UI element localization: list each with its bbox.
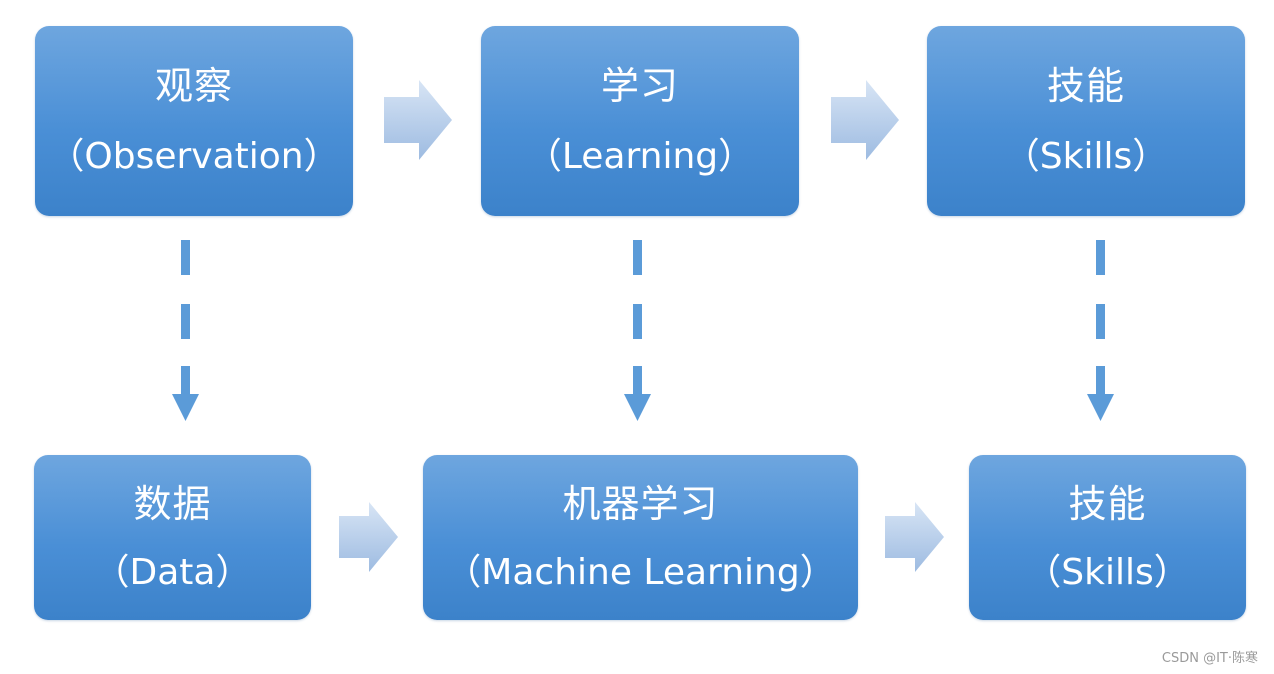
arrow-machine-learning-to-skills bbox=[885, 502, 944, 572]
node-data-title: 数据 bbox=[133, 481, 212, 526]
node-skills-top: 技能 （Skills） bbox=[927, 26, 1245, 216]
dashed-arrow-observation-to-data bbox=[172, 240, 199, 421]
node-learning: 学习 （Learning） bbox=[481, 26, 799, 216]
node-learning-title: 学习 bbox=[600, 64, 679, 108]
dashed-arrow-skills-to-skills bbox=[1087, 240, 1114, 421]
node-skills-bottom-title: 技能 bbox=[1068, 481, 1147, 526]
dashed-arrow-learning-to-machine-learning bbox=[624, 240, 651, 421]
node-skills-top-subtitle: （Skills） bbox=[1003, 136, 1169, 177]
node-machine-learning-subtitle: （Machine Learning） bbox=[445, 551, 836, 593]
node-observation-subtitle: （Observation） bbox=[48, 136, 340, 177]
node-learning-subtitle: （Learning） bbox=[525, 136, 755, 177]
node-machine-learning-title: 机器学习 bbox=[562, 481, 719, 526]
arrow-learning-to-skills bbox=[831, 80, 899, 160]
node-data: 数据 （Data） bbox=[34, 455, 311, 620]
node-skills-bottom-subtitle: （Skills） bbox=[1025, 551, 1190, 593]
arrow-observation-to-learning bbox=[384, 80, 452, 160]
watermark-text: CSDN @IT·陈寒 bbox=[1161, 651, 1258, 666]
node-observation-title: 观察 bbox=[154, 64, 233, 108]
node-skills-bottom: 技能 （Skills） bbox=[969, 455, 1246, 620]
node-data-subtitle: （Data） bbox=[93, 551, 252, 593]
node-observation: 观察 （Observation） bbox=[35, 26, 353, 216]
arrow-data-to-machine-learning bbox=[339, 502, 398, 572]
node-machine-learning: 机器学习 （Machine Learning） bbox=[423, 455, 858, 620]
node-skills-top-title: 技能 bbox=[1046, 64, 1125, 108]
